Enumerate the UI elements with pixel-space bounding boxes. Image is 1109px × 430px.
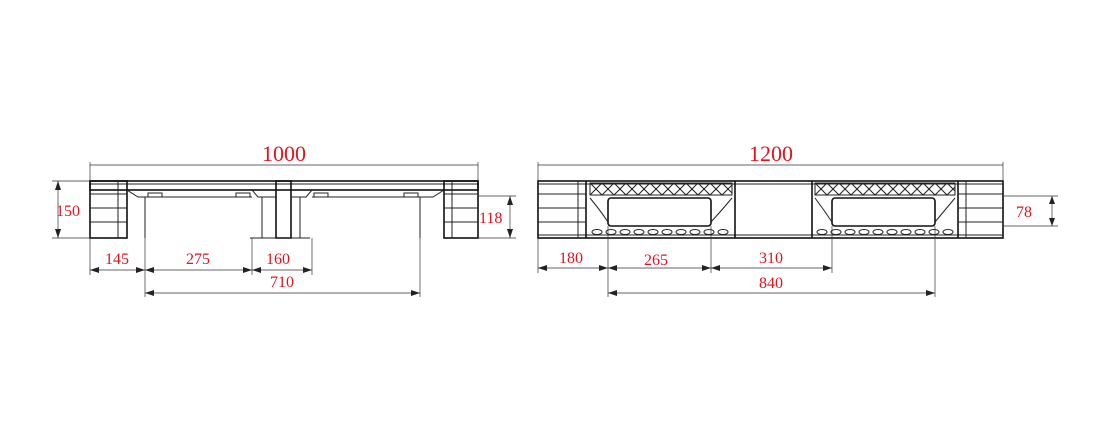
label-840: 840	[759, 275, 783, 292]
dimension-height-side: 150	[52, 180, 90, 239]
label-78: 78	[1016, 204, 1032, 221]
dimension-overall-width-end: 1200	[537, 141, 1004, 181]
label-275: 275	[186, 251, 210, 268]
label-150: 150	[56, 203, 80, 220]
end-view-outline	[537, 180, 1004, 239]
dimension-height-end: 78	[1003, 195, 1058, 227]
dimension-span-side: 710	[145, 274, 420, 296]
label-310: 310	[759, 250, 783, 267]
dimension-overall-width-side: 1000	[89, 141, 479, 181]
label-145: 145	[105, 251, 129, 268]
label-160: 160	[266, 251, 290, 268]
dimension-span-end: 840	[608, 275, 935, 296]
dimension-chain-end: 180 265 310	[537, 226, 936, 297]
label-265: 265	[644, 252, 668, 269]
label-1200: 1200	[749, 141, 793, 166]
end-view: 1200 78 180 265 310	[537, 141, 1058, 297]
label-1000: 1000	[262, 141, 306, 166]
label-710: 710	[270, 274, 294, 291]
end-view-perforations	[591, 229, 954, 235]
dimension-chain-side: 145 275 160	[89, 238, 421, 297]
label-118: 118	[479, 210, 502, 227]
side-view-outline	[89, 180, 479, 239]
dimension-deck-height-side: 118	[478, 195, 516, 239]
label-180: 180	[559, 250, 583, 267]
side-view: 1000 150 118	[52, 141, 516, 297]
